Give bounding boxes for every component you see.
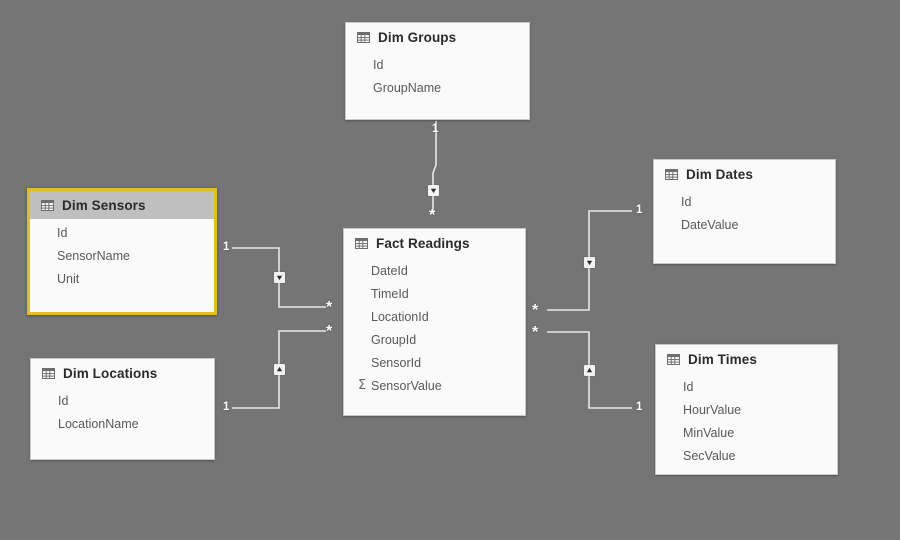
field-row[interactable]: Id [346, 53, 529, 76]
field-row[interactable]: GroupId [344, 328, 525, 351]
field-name: SensorValue [371, 378, 442, 393]
cardinality-label-from: 1 [223, 241, 230, 253]
field-name: DateValue [681, 217, 739, 232]
table-header-dim-dates[interactable]: Dim Dates [654, 160, 835, 188]
table-icon [355, 238, 368, 249]
cardinality-label-from: 1 [636, 204, 643, 216]
field-name: MinValue [683, 425, 735, 440]
table-icon [667, 354, 680, 365]
field-row[interactable]: Σ SensorValue [344, 374, 525, 397]
field-row[interactable]: DateValue [654, 213, 835, 236]
table-title: Dim Sensors [62, 198, 146, 213]
table-header-dim-sensors[interactable]: Dim Sensors [30, 191, 214, 219]
field-name: SecValue [683, 448, 736, 463]
field-row[interactable]: Id [30, 221, 214, 244]
sigma-icon: Σ [358, 378, 367, 393]
table-title: Dim Groups [378, 30, 457, 45]
table-icon [41, 200, 54, 211]
cross-filter-arrow-icon[interactable] [428, 185, 439, 196]
field-name: HourValue [683, 402, 742, 417]
field-name: Id [681, 194, 692, 209]
table-title: Dim Times [688, 352, 757, 367]
field-name: Id [58, 393, 69, 408]
cardinality-label-to: * [326, 299, 333, 316]
field-name: LocationName [58, 416, 139, 431]
field-name: Id [683, 379, 694, 394]
table-header-dim-groups[interactable]: Dim Groups [346, 23, 529, 51]
field-name: GroupId [371, 332, 417, 347]
cross-filter-arrow-icon[interactable] [274, 364, 285, 375]
field-name: LocationId [371, 309, 429, 324]
field-name: SensorId [371, 355, 422, 370]
field-row[interactable]: Id [654, 190, 835, 213]
field-name: TimeId [371, 286, 409, 301]
cardinality-label-from: 1 [636, 401, 643, 413]
table-icon [42, 368, 55, 379]
field-row[interactable]: Id [31, 389, 214, 412]
field-row[interactable]: Id [656, 375, 837, 398]
field-name: Unit [57, 271, 80, 286]
field-name: Id [373, 57, 384, 72]
table-header-dim-times[interactable]: Dim Times [656, 345, 837, 373]
field-row[interactable]: LocationName [31, 412, 214, 435]
cardinality-label-to: * [532, 324, 539, 341]
table-icon [665, 169, 678, 180]
cross-filter-arrow-icon[interactable] [584, 365, 595, 376]
cross-filter-arrow-icon[interactable] [274, 272, 285, 283]
cardinality-label-to: * [429, 207, 436, 224]
field-row[interactable]: GroupName [346, 76, 529, 99]
field-row[interactable]: DateId [344, 259, 525, 282]
field-name: DateId [371, 263, 408, 278]
field-row[interactable]: SensorId [344, 351, 525, 374]
cardinality-label-from: 1 [223, 401, 230, 413]
table-title: Fact Readings [376, 236, 470, 251]
cardinality-label-to: * [326, 323, 333, 340]
field-row[interactable]: Unit [30, 267, 214, 290]
field-name: Id [57, 225, 68, 240]
field-row[interactable]: HourValue [656, 398, 837, 421]
cardinality-label-from: 1 [432, 123, 439, 135]
field-name: SensorName [57, 248, 130, 263]
table-header-dim-locations[interactable]: Dim Locations [31, 359, 214, 387]
field-row[interactable]: LocationId [344, 305, 525, 328]
table-header-fact-readings[interactable]: Fact Readings [344, 229, 525, 257]
field-row[interactable]: MinValue [656, 421, 837, 444]
cross-filter-arrow-icon[interactable] [584, 257, 595, 268]
field-row[interactable]: TimeId [344, 282, 525, 305]
table-title: Dim Dates [686, 167, 753, 182]
table-icon [357, 32, 370, 43]
cardinality-label-to: * [532, 302, 539, 319]
table-title: Dim Locations [63, 366, 158, 381]
field-row[interactable]: SensorName [30, 244, 214, 267]
field-name: GroupName [373, 80, 442, 95]
field-row[interactable]: SecValue [656, 444, 837, 467]
